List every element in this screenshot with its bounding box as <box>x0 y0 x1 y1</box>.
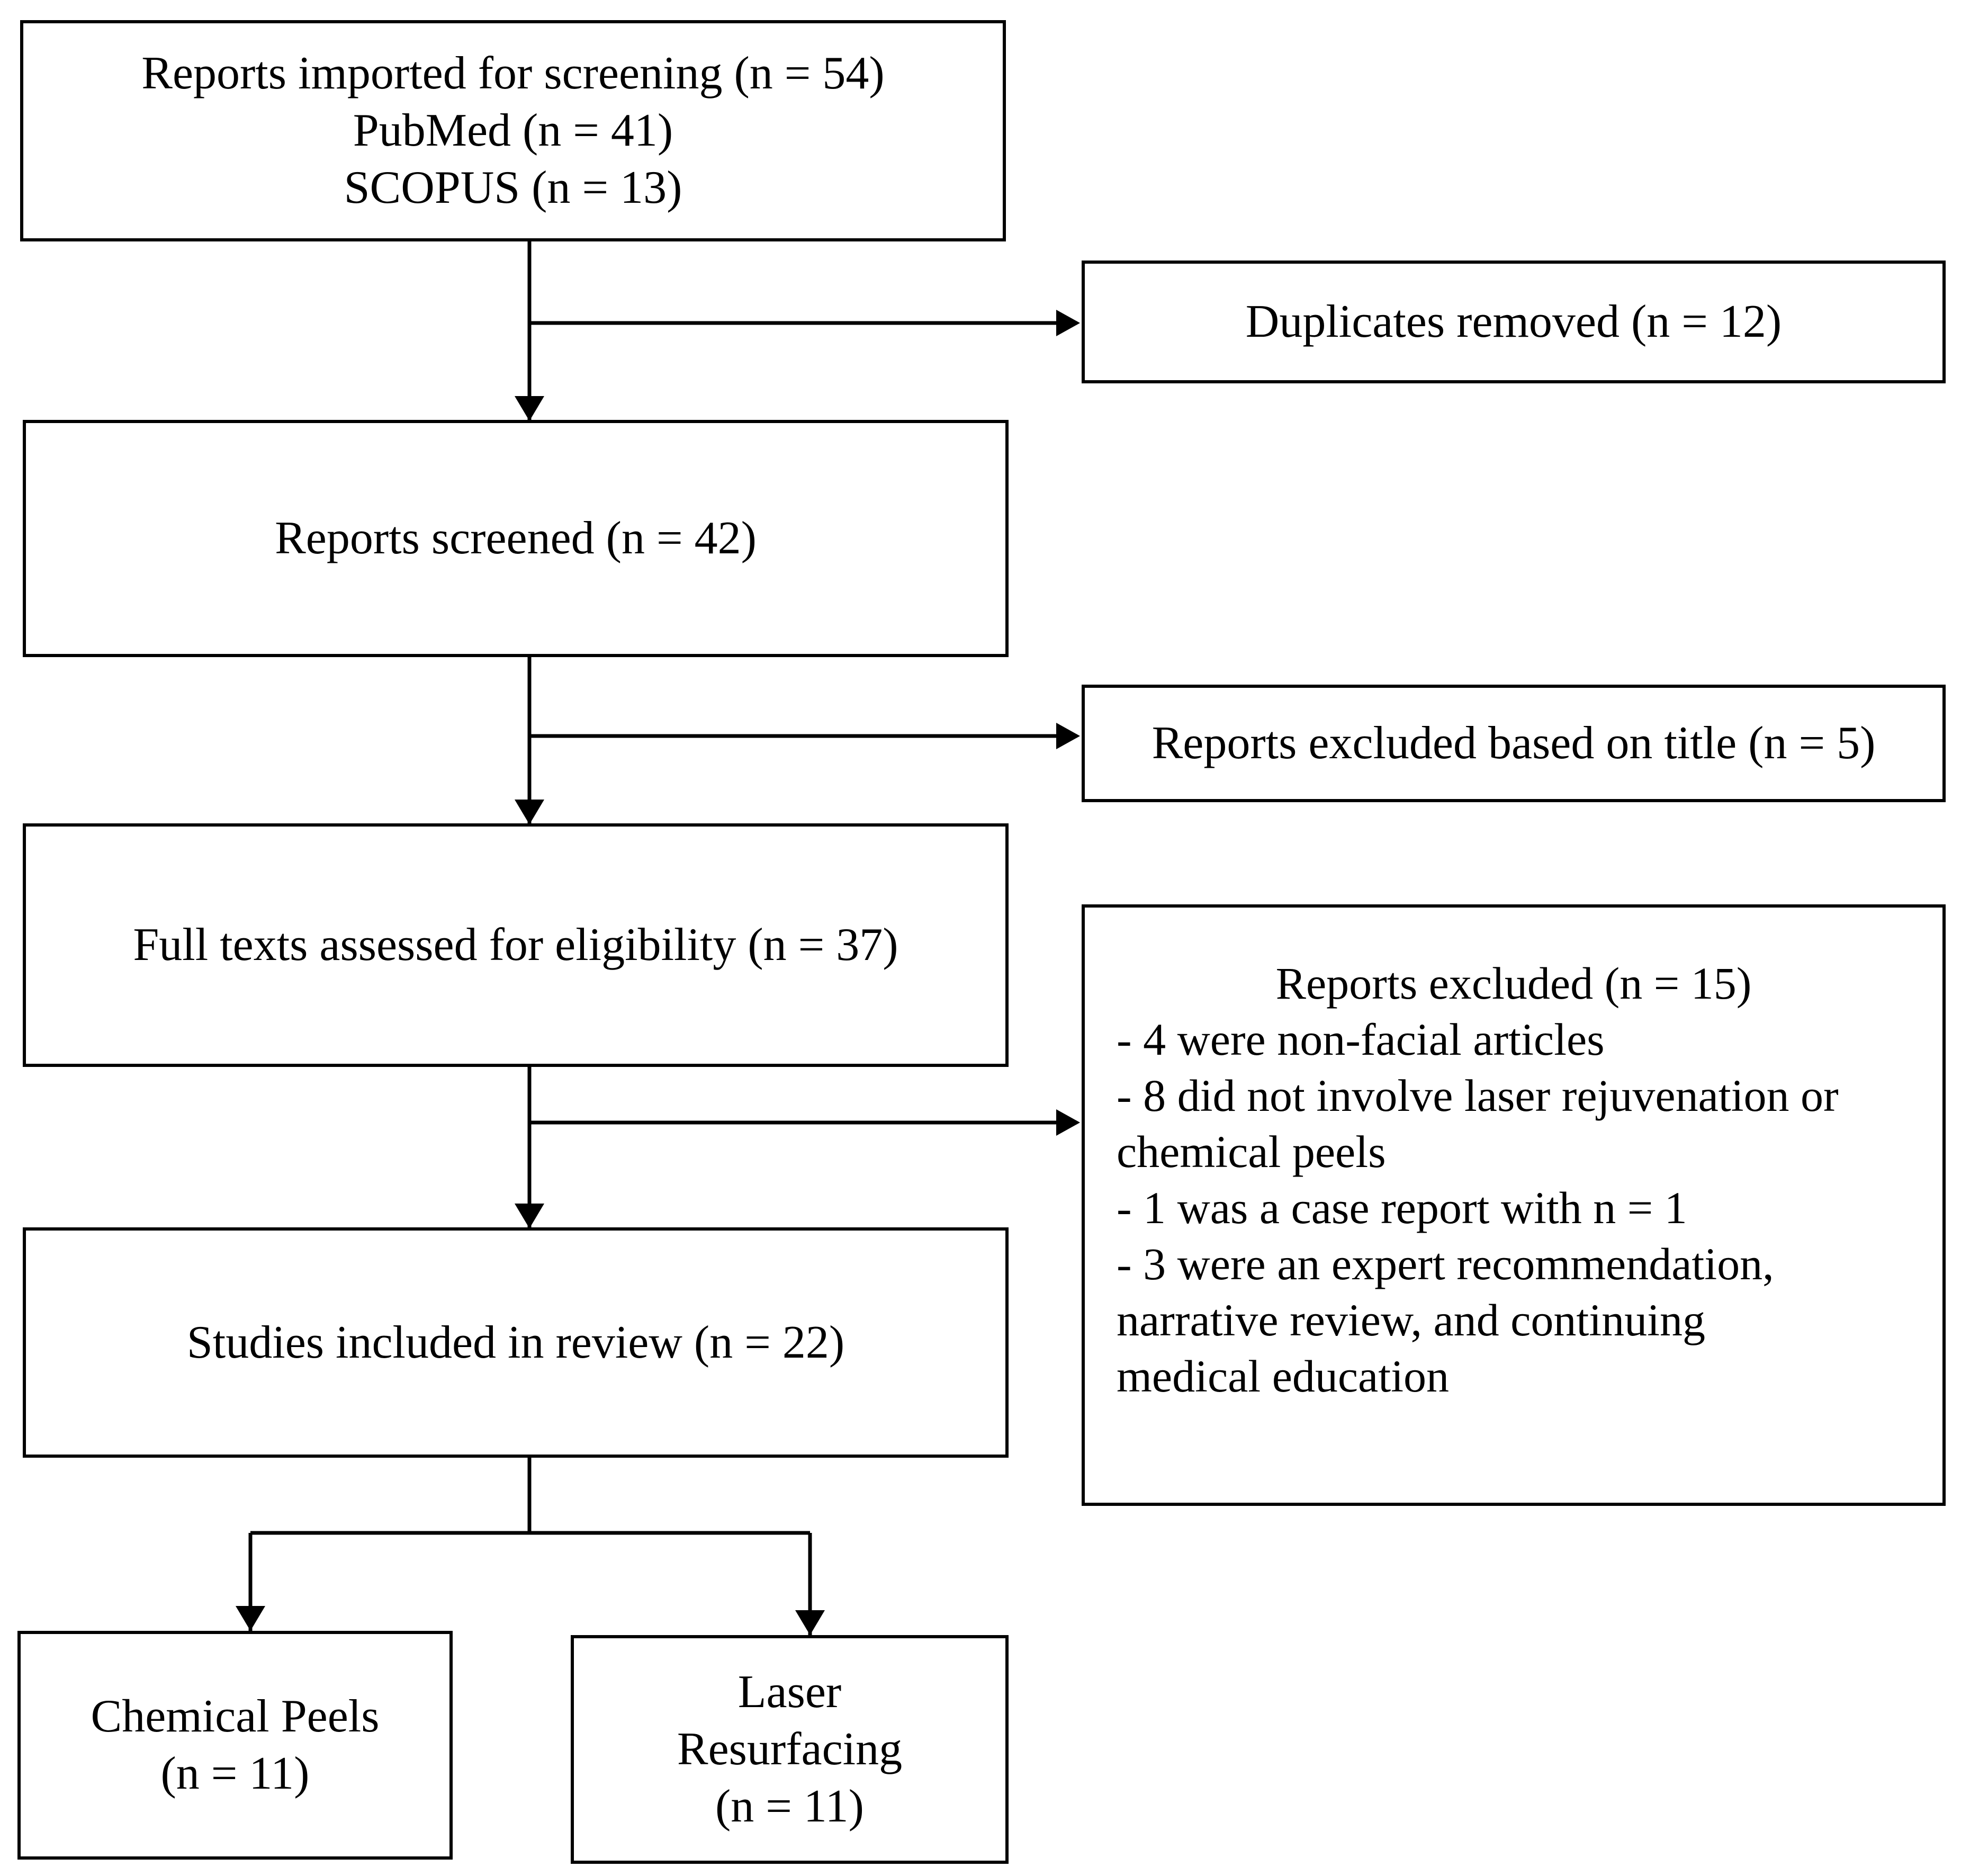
studies-included-label: Studies included in review (n = 22) <box>186 1316 845 1368</box>
reports-imported-box: Reports imported for screening (n = 54) … <box>20 20 1006 241</box>
full-texts-label: Full texts assessed for eligibility (n =… <box>133 919 898 971</box>
arrowhead-excluded-title <box>1056 723 1080 749</box>
exclusion-reason: - 8 did not involve laser rejuvenation o… <box>1117 1070 1839 1121</box>
exclusion-reason: - 3 were an expert recommendation, <box>1117 1238 1774 1289</box>
full-texts-box: Full texts assessed for eligibility (n =… <box>23 823 1009 1067</box>
chemical-peels-box: Chemical Peels (n = 11) <box>17 1631 453 1860</box>
arrowhead-chemical-peels <box>236 1606 265 1631</box>
duplicates-removed-label: Duplicates removed (n = 12) <box>1245 296 1782 347</box>
reports-excluded-box: Reports excluded (n = 15) - 4 were non-f… <box>1082 904 1946 1506</box>
pubmed-count-label: PubMed (n = 41) <box>353 105 673 156</box>
studies-included-box: Studies included in review (n = 22) <box>23 1227 1009 1458</box>
arrowhead-included <box>515 1204 544 1228</box>
laser-resurfacing-box: Laser Resurfacing (n = 11) <box>571 1635 1009 1864</box>
arrowhead-excluded-reports <box>1056 1109 1080 1136</box>
arrowhead-laser-resurfacing <box>795 1610 825 1635</box>
laser-resurfacing-label-line2: Resurfacing <box>677 1724 903 1775</box>
exclusion-reason-continued: chemical peels <box>1117 1126 1386 1177</box>
arrowhead-fulltexts <box>515 800 544 824</box>
exclusion-reason-continued: medical education <box>1117 1351 1449 1402</box>
laser-resurfacing-count: (n = 11) <box>715 1781 864 1832</box>
exclusion-reason: - 1 was a case report with n = 1 <box>1117 1182 1687 1233</box>
exclusion-reason-continued: narrative review, and continuing <box>1117 1295 1705 1345</box>
reports-imported-label: Reports imported for screening (n = 54) <box>141 48 885 99</box>
laser-resurfacing-label-line1: Laser <box>737 1666 842 1718</box>
chemical-peels-count: (n = 11) <box>160 1748 310 1799</box>
reports-screened-label: Reports screened (n = 42) <box>275 513 757 564</box>
arrowhead-screened <box>515 396 544 421</box>
reports-screened-box: Reports screened (n = 42) <box>23 420 1009 657</box>
duplicates-removed-box: Duplicates removed (n = 12) <box>1082 261 1946 383</box>
excluded-title-box: Reports excluded based on title (n = 5) <box>1082 685 1946 802</box>
reports-excluded-title: Reports excluded (n = 15) <box>1275 958 1752 1009</box>
arrowhead-duplicates <box>1056 310 1080 336</box>
excluded-title-label: Reports excluded based on title (n = 5) <box>1152 717 1876 769</box>
scopus-count-label: SCOPUS (n = 13) <box>344 162 682 213</box>
exclusion-reason: - 4 were non-facial articles <box>1117 1014 1605 1065</box>
chemical-peels-label: Chemical Peels <box>91 1691 380 1742</box>
